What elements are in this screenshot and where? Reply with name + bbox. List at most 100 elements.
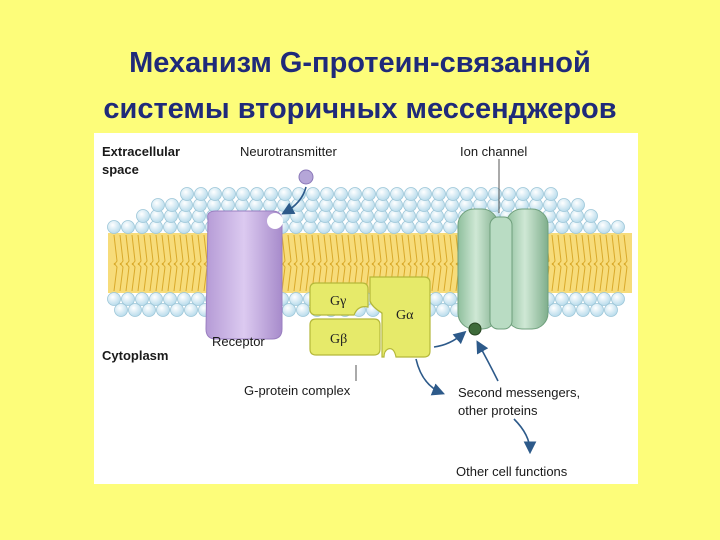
lipid-head	[121, 220, 135, 234]
lipid-head	[569, 292, 583, 306]
lipid-head	[562, 303, 576, 317]
lipid-tail	[293, 262, 298, 292]
lipid-head	[121, 292, 135, 306]
second-messengers-label-line-2: other proteins	[458, 403, 538, 418]
lipid-head	[149, 292, 163, 306]
membrane-diagram: Gγ Gβ Gα Extracellular space Neurotransm…	[102, 144, 632, 479]
lipid-tail	[185, 262, 190, 292]
lipid-tail	[623, 262, 628, 292]
lipid-head	[584, 209, 598, 223]
lipid-head	[404, 187, 418, 201]
lipid-head	[362, 187, 376, 201]
lipid-head	[184, 303, 198, 317]
lipid-head	[165, 198, 179, 212]
lipid-head	[590, 303, 604, 317]
lipid-head	[107, 292, 121, 306]
lipid-head	[136, 209, 150, 223]
lipid-head	[488, 187, 502, 201]
neurotransmitter-label: Neurotransmitter	[240, 144, 337, 159]
lipid-head	[306, 187, 320, 201]
lipid-head	[474, 187, 488, 201]
neurotransmitter-molecule	[298, 169, 314, 185]
lipid-head	[443, 292, 457, 306]
lipid-head	[163, 292, 177, 306]
lipid-tail	[119, 262, 124, 292]
lipid-head	[376, 187, 390, 201]
lipid-head	[236, 187, 250, 201]
lipid-head	[516, 187, 530, 201]
lipid-head	[390, 187, 404, 201]
lipid-tail	[125, 262, 130, 292]
ion-channel	[457, 208, 549, 330]
g-gamma-subunit	[309, 282, 369, 316]
lipid-head	[282, 303, 296, 317]
lipid-head	[597, 292, 611, 306]
lipid-tail	[575, 262, 580, 292]
g-gamma-label: Gγ	[330, 294, 346, 309]
neurotransmitter-arrow	[281, 186, 307, 215]
extracellular-label-line-1: Extracellular	[102, 144, 180, 159]
lipid-tail	[551, 262, 556, 292]
lipid-head	[446, 187, 460, 201]
lipid-tail	[179, 262, 184, 292]
lipid-tail	[593, 262, 598, 292]
lipid-tail	[143, 262, 148, 292]
lipid-head	[604, 303, 618, 317]
lipid-head	[436, 303, 450, 317]
lipid-tail	[605, 262, 610, 292]
title-line-2: системы вторичных мессенджеров	[103, 93, 617, 125]
lipid-tail	[581, 262, 586, 292]
lipid-tail	[365, 262, 370, 292]
lipid-tail	[557, 262, 562, 292]
lipid-head	[611, 292, 625, 306]
lipid-head	[348, 187, 362, 201]
g-alpha-label: Gα	[396, 308, 414, 323]
g-alpha-to-channel-arrow	[433, 330, 467, 348]
lipid-head	[611, 220, 625, 234]
lipid-head	[156, 303, 170, 317]
lipid-tail	[599, 262, 604, 292]
lipid-tail	[437, 262, 442, 292]
lipid-tail	[155, 262, 160, 292]
lipid-head	[191, 292, 205, 306]
cytoplasm-label: Cytoplasm	[102, 348, 168, 363]
lipid-head	[180, 187, 194, 201]
lipid-head	[142, 303, 156, 317]
lipid-tail	[191, 262, 196, 292]
lipid-head	[194, 187, 208, 201]
lipid-tail	[131, 262, 136, 292]
lipid-head	[128, 303, 142, 317]
lipid-head	[264, 187, 278, 201]
lipid-head	[250, 187, 264, 201]
lipid-head	[320, 187, 334, 201]
lipid-tail	[563, 262, 568, 292]
lipid-tail	[287, 262, 292, 292]
lipid-head	[576, 303, 590, 317]
other-cell-functions-label: Other cell functions	[456, 464, 568, 479]
receptor-protein	[205, 210, 283, 340]
lipid-head	[114, 303, 128, 317]
receptor-label: Receptor	[212, 334, 265, 349]
g-protein-complex-label: G-protein complex	[244, 383, 351, 398]
second-messengers-label-line-1: Second messengers,	[458, 385, 580, 400]
lipid-head	[208, 187, 222, 201]
lipid-head	[278, 187, 292, 201]
lipid-head	[135, 292, 149, 306]
g-protein-complex: Gγ Gβ Gα	[309, 276, 431, 358]
lipid-tail	[167, 262, 172, 292]
lipid-tail	[197, 262, 202, 292]
messengers-to-functions-arrow	[513, 418, 537, 455]
lipid-tail	[305, 262, 310, 292]
lipid-head	[548, 303, 562, 317]
lipid-head	[557, 198, 571, 212]
lipid-head	[502, 187, 516, 201]
lipid-head	[334, 187, 348, 201]
extracellular-label-line-2: space	[102, 162, 139, 177]
second-messenger-molecule	[468, 322, 482, 336]
lipid-head	[597, 220, 611, 234]
receptor-binding-site	[267, 213, 283, 229]
lipid-tail	[173, 262, 178, 292]
lipid-head	[222, 187, 236, 201]
messengers-to-channel-arrow	[476, 340, 499, 382]
lipid-head	[177, 292, 191, 306]
